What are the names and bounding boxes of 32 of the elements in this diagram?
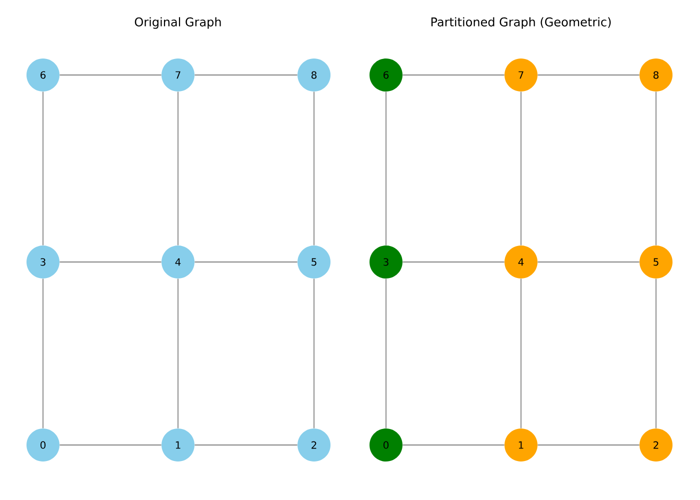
graph-edge	[194, 444, 298, 446]
graph-node: 8	[298, 58, 330, 92]
graph-node: 2	[298, 428, 330, 462]
panel-title: Partitioned Graph (Geometric)	[431, 17, 611, 29]
graph-edge	[42, 91, 44, 246]
panel-title: Original Graph	[134, 17, 221, 29]
graph-node: 7	[162, 58, 194, 92]
graph-edge	[59, 74, 162, 76]
graph-node: 0	[370, 428, 402, 462]
graph-node: 8	[640, 58, 672, 92]
graph-edge	[42, 278, 44, 429]
graph-edge	[537, 444, 640, 446]
graph-edge	[520, 278, 522, 429]
graph-node: 5	[298, 246, 330, 278]
graph-node: 4	[162, 246, 194, 278]
graph-edge	[402, 444, 505, 446]
graph-node: 6	[370, 58, 402, 92]
graph-node: 3	[26, 246, 60, 278]
graph-node: 3	[370, 246, 402, 278]
graph-edge	[520, 91, 522, 246]
graph-node: 7	[504, 58, 538, 92]
graph-node: 5	[640, 246, 672, 278]
graph-edge	[402, 74, 505, 76]
graph-node: 1	[162, 428, 194, 462]
graph-node: 2	[640, 428, 672, 462]
graph-edge	[537, 74, 640, 76]
graph-edge	[194, 74, 298, 76]
graph-node: 4	[504, 246, 538, 278]
graph-node: 0	[26, 428, 60, 462]
graph-node: 6	[26, 58, 60, 92]
graph-edge	[59, 444, 162, 446]
graph-node: 1	[504, 428, 538, 462]
